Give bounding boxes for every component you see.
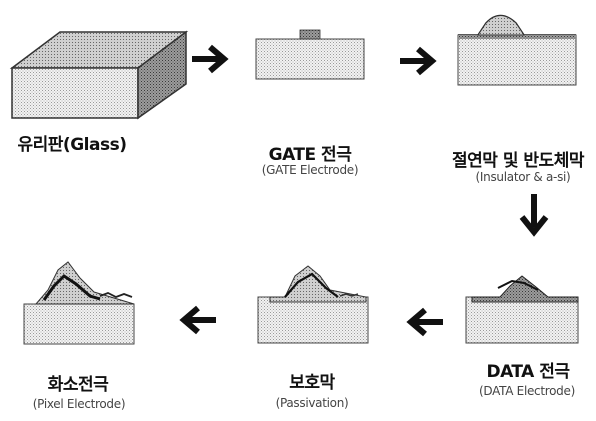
step-6-subtitle: (Pixel Electrode) (32, 397, 126, 411)
arrow-left-2-icon (179, 305, 216, 335)
step-4-subtitle: (DATA Electrode) (479, 384, 575, 398)
step-2-title: GATE 전극 (268, 145, 352, 165)
gate-electrode-layer (255, 29, 365, 80)
glass-substrate-block (9, 30, 189, 120)
step-5-subtitle: (Passivation) (275, 396, 349, 410)
pixel-electrode-layer (23, 261, 135, 345)
step-3-subtitle: (Insulator & a-si) (475, 170, 571, 184)
data-electrode-layer (465, 275, 579, 344)
arrow-left-1-icon (406, 307, 443, 337)
step-1-title: 유리판(Glass) (17, 135, 127, 155)
step-5-title: 보호막 (289, 373, 335, 393)
step-6-title: 화소전극 (47, 375, 109, 395)
arrow-right-2-icon (400, 46, 437, 76)
arrow-right-1-icon (192, 44, 229, 74)
arrow-down-icon (519, 194, 549, 237)
step-2-subtitle: (GATE Electrode) (261, 163, 359, 177)
insulator-asi-layer (457, 14, 577, 86)
step-4-title: DATA 전극 (486, 362, 570, 382)
passivation-layer (257, 265, 369, 344)
step-3-title: 절연막 및 반도체막 (452, 151, 584, 171)
